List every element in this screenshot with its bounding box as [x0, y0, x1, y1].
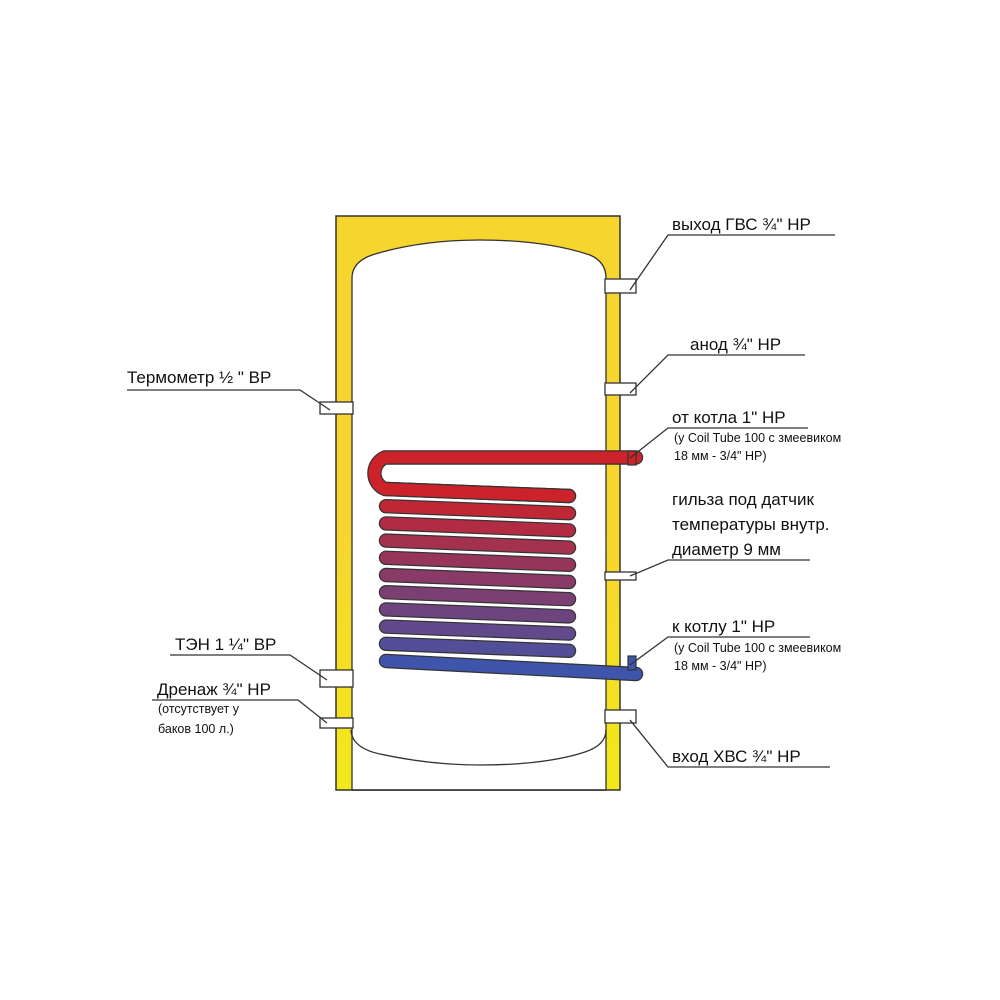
label-to-boiler-note1: (у Coil Tube 100 с змеевиком	[674, 641, 841, 655]
leader-anode	[629, 354, 805, 394]
label-drain: Дренаж ¾" НР	[157, 680, 271, 699]
tank-bottom-dome	[350, 729, 607, 766]
coil-turn	[380, 534, 575, 554]
label-to-boiler-note2: 18 мм - 3/4" НР)	[674, 659, 767, 673]
heat-exchanger-coil	[367, 450, 644, 682]
sensor-sleeve-port	[604, 571, 637, 581]
thermometer-port	[319, 401, 354, 415]
label-cold-in: вход ХВС ¾" НР	[672, 747, 801, 766]
leader-heater	[170, 654, 328, 681]
coil-outlet-pipe	[380, 655, 642, 680]
coil-turn	[380, 637, 575, 657]
hot-water-outlet-port	[604, 278, 637, 294]
leader-drain	[152, 699, 328, 724]
anode-port	[604, 382, 637, 396]
label-hot-out: выход ГВС ¾" НР	[672, 215, 811, 234]
label-from-boiler-note2: 18 мм - 3/4" НР)	[674, 449, 767, 463]
label-to-boiler: к котлу 1" НР	[672, 617, 775, 636]
cold-water-inlet-port	[604, 709, 637, 724]
leader-from-boiler	[629, 427, 808, 459]
label-heater: ТЭН 1 ¼" ВР	[175, 635, 276, 654]
coil-turn	[380, 517, 575, 537]
label-from-boiler: от котла 1" НР	[672, 408, 786, 427]
leader-cold-in	[629, 719, 830, 768]
label-drain-note1: (отсутствует у	[158, 702, 240, 716]
coil-turn	[380, 551, 575, 571]
label-from-boiler-note1: (у Coil Tube 100 с змеевиком	[674, 431, 841, 445]
leader-thermometer	[127, 389, 331, 411]
coil-turn	[380, 603, 575, 623]
label-drain-note2: баков 100 л.)	[158, 722, 234, 736]
leader-sensor	[629, 559, 810, 577]
coil-turn	[380, 586, 575, 606]
leader-to-boiler	[629, 636, 810, 666]
heater-port	[319, 669, 354, 688]
label-sensor-line1: гильза под датчик	[672, 490, 815, 509]
coil-inlet-end	[627, 450, 637, 466]
coil-turn	[380, 620, 575, 640]
coil-turn	[380, 569, 575, 588]
label-anode: анод ¾" НР	[690, 335, 781, 354]
label-thermometer: Термометр ½ " ВР	[127, 368, 271, 387]
drain-port	[319, 717, 354, 729]
coil-turn	[380, 500, 575, 520]
leader-hot-out	[629, 234, 835, 291]
label-sensor-line3: диаметр 9 мм	[672, 540, 781, 559]
coil-inlet-pipe	[368, 451, 642, 502]
label-sensor-line2: температуры внутр.	[672, 515, 830, 534]
